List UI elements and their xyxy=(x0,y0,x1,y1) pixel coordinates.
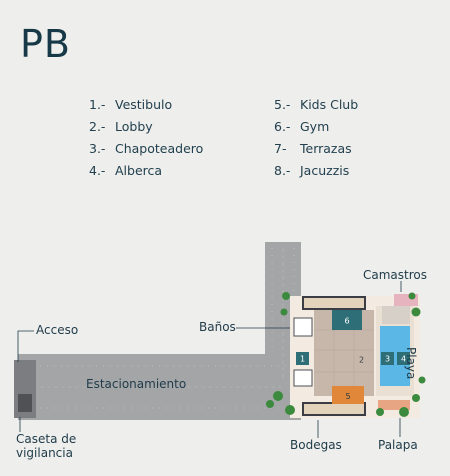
legend-item: 2.-Lobby xyxy=(89,119,153,134)
marker-2-lobby: 2 xyxy=(355,353,368,366)
label-acceso: Acceso xyxy=(36,323,79,337)
svg-text:1: 1 xyxy=(300,355,305,364)
legend-item: 8.-Jacuzzis xyxy=(274,163,350,178)
label-camastros: Camastros xyxy=(363,268,427,282)
legend-right-column: 5.-Kids Club 6.-Gym 7-Terrazas 8.-Jacuzz… xyxy=(274,94,358,182)
label-playa: Playa xyxy=(404,347,418,380)
palm-trees xyxy=(266,292,426,417)
marker-5-kids-club: 5 xyxy=(345,392,350,401)
svg-text:4: 4 xyxy=(401,355,406,364)
svg-text:2: 2 xyxy=(359,356,364,365)
palapa xyxy=(378,400,410,410)
legend-item: 4.-Alberca xyxy=(89,163,163,178)
marker-4-alberca: 4 xyxy=(397,352,410,365)
legend-item: 5.-Kids Club xyxy=(274,97,359,112)
label-palapa: Palapa xyxy=(378,438,418,452)
svg-text:5: 5 xyxy=(345,392,350,401)
parking-lot xyxy=(18,242,301,420)
legend-item: 3.-Chapoteadero xyxy=(89,141,204,156)
label-estacionamiento: Estacionamiento xyxy=(86,377,187,391)
label-banos: Baños xyxy=(199,320,236,334)
svg-text:6: 6 xyxy=(344,317,349,326)
label-caseta-line1: Caseta de xyxy=(16,432,77,446)
leader-lines xyxy=(17,281,402,438)
svg-text:3: 3 xyxy=(385,355,390,364)
marker-3-chapoteadero: 3 xyxy=(381,352,394,365)
marker-1-vestibulo: 1 xyxy=(296,352,309,365)
kids-club xyxy=(332,386,364,404)
plan-title: PB xyxy=(20,22,71,66)
label-bodegas: Bodegas xyxy=(290,438,342,452)
legend-item: 1.-Vestibulo xyxy=(89,97,173,112)
legend-item: 7-Terrazas xyxy=(274,141,352,156)
legend-left-column: 1.-Vestibulo 2.-Lobby 3.-Chapoteadero 4.… xyxy=(89,94,203,182)
gym xyxy=(332,310,362,330)
label-caseta-line2: vigilancia xyxy=(16,446,73,460)
marker-6-gym: 6 xyxy=(344,317,349,326)
legend-item: 6.-Gym xyxy=(274,119,330,134)
